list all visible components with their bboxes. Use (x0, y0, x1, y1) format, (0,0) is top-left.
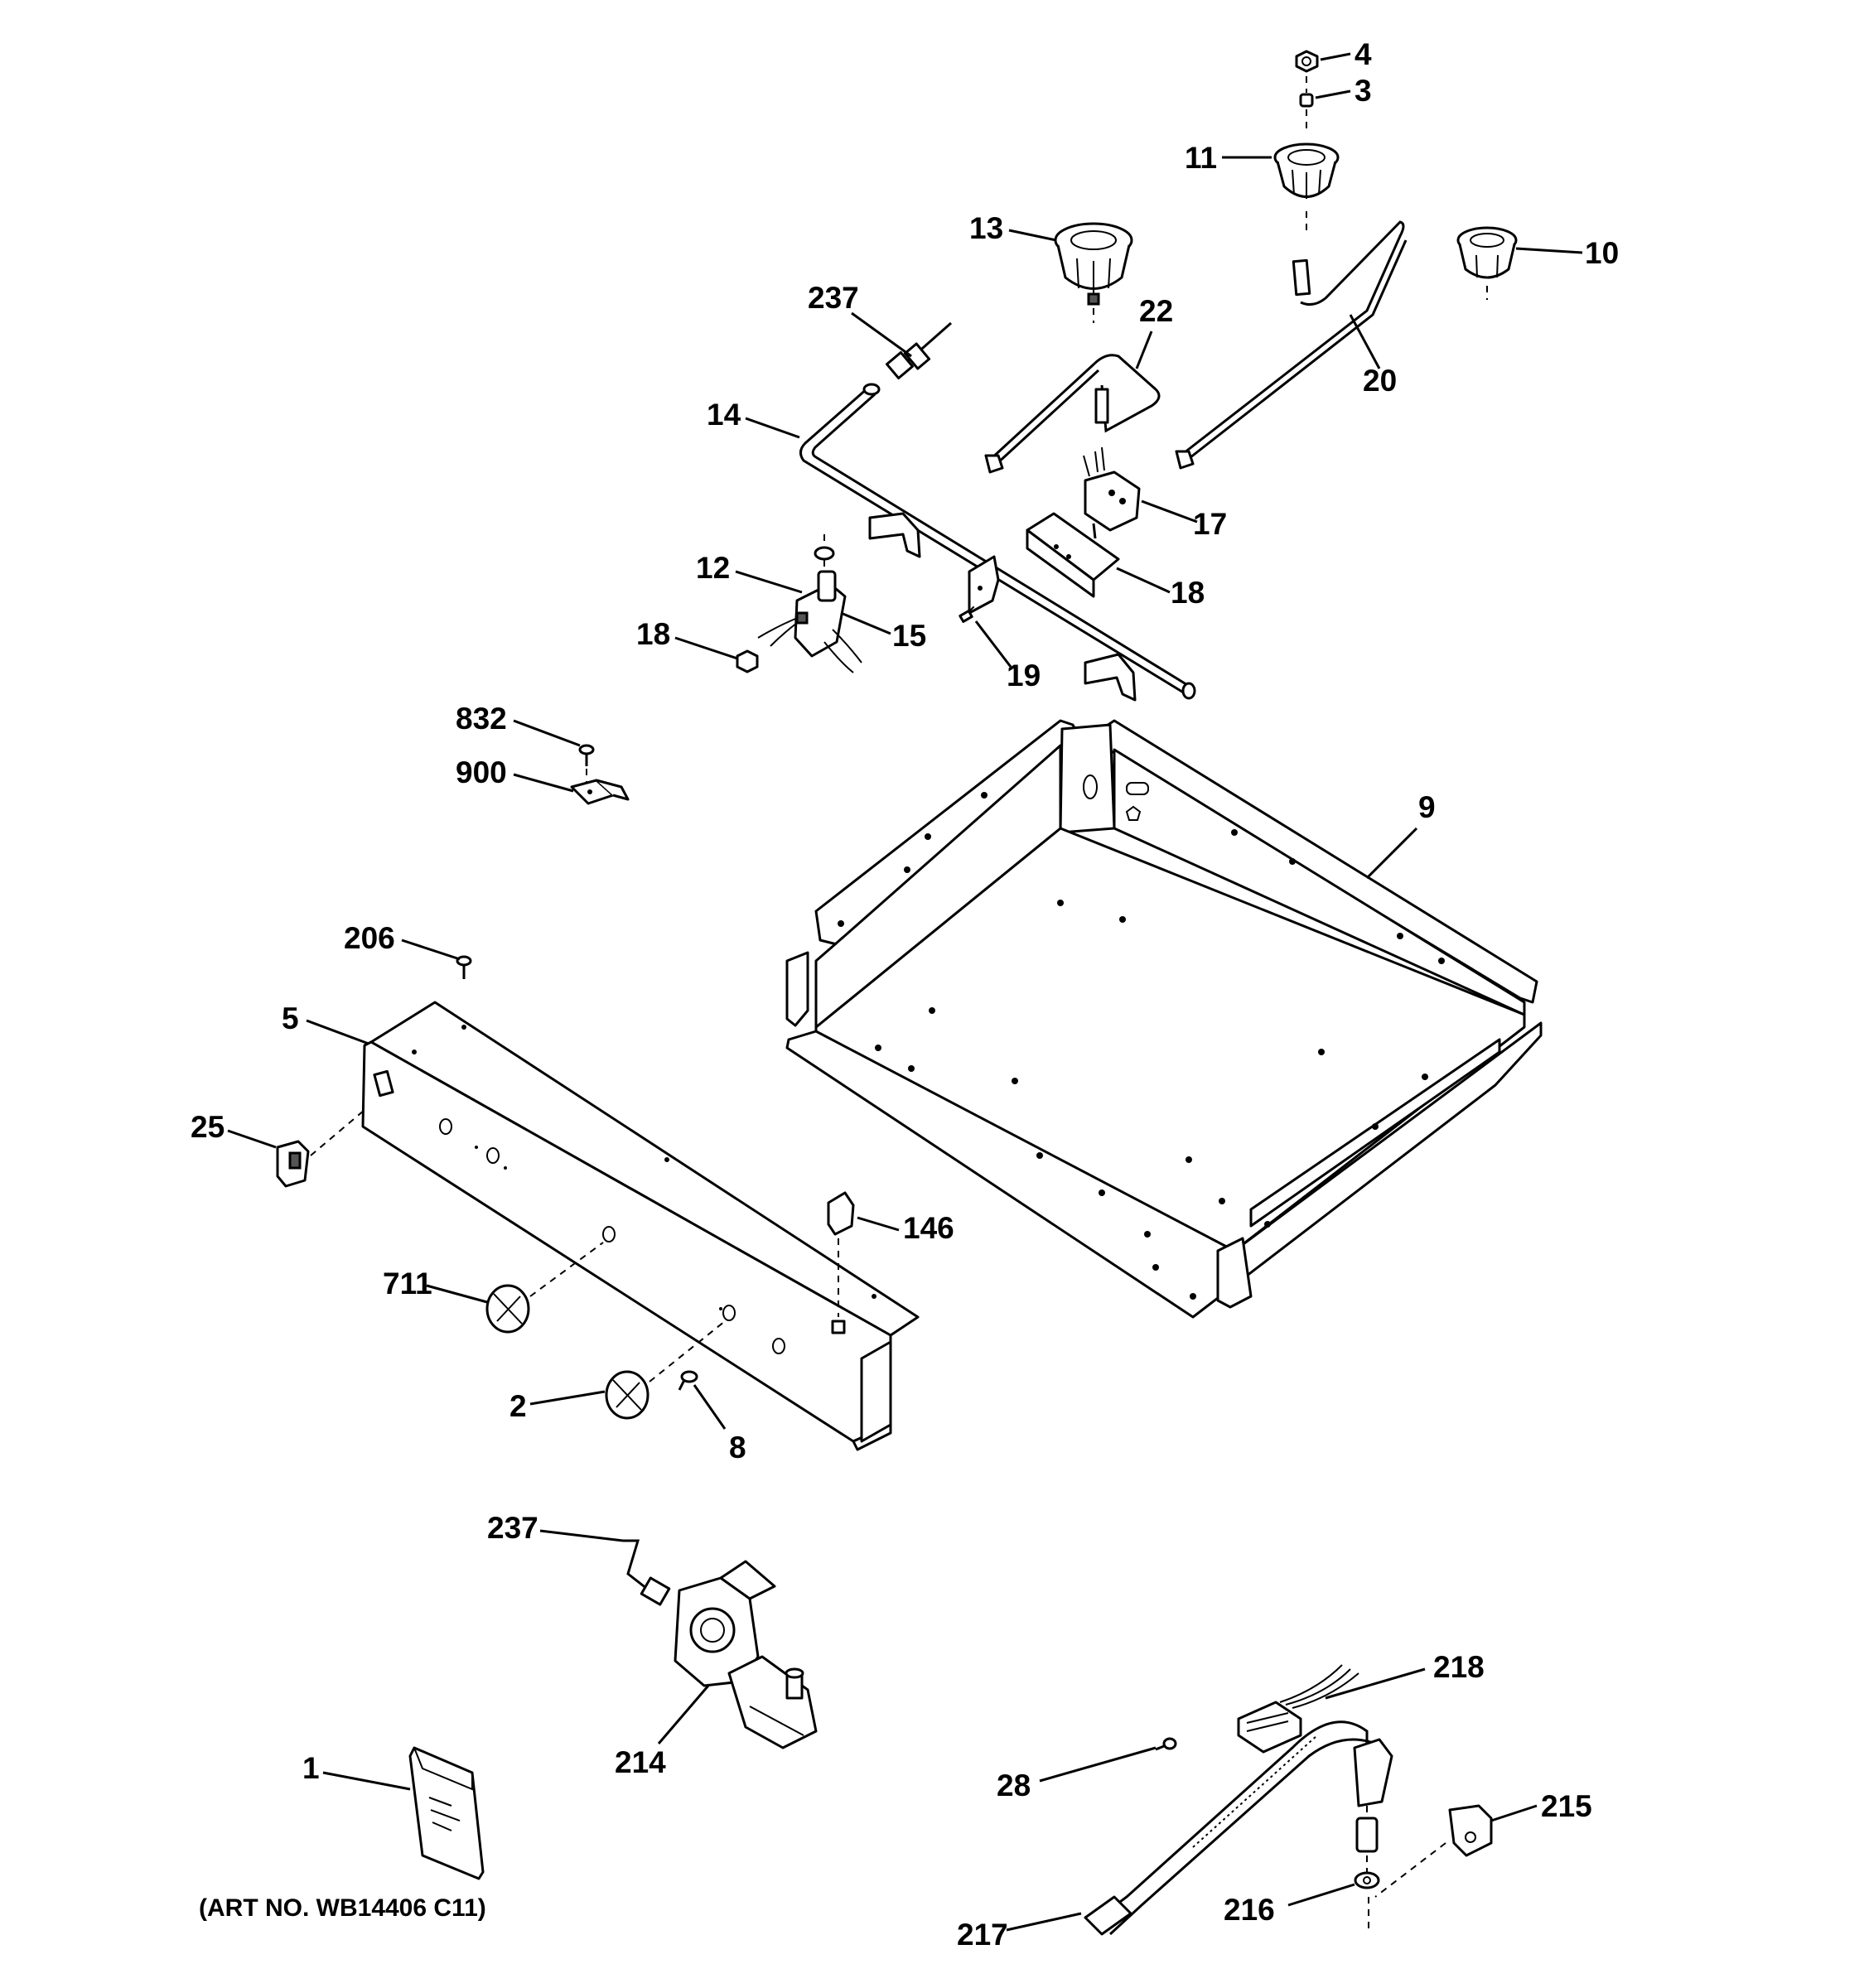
callout-20: 20 (1363, 364, 1397, 398)
part-900-bracket (570, 779, 630, 805)
part-206-screw (456, 955, 472, 979)
part-17-switch (1083, 446, 1141, 539)
callout-11: 11 (1185, 141, 1217, 175)
callout-214: 214 (615, 1745, 666, 1779)
part-13-burner-head (1054, 222, 1133, 323)
part-15-igniter (757, 570, 862, 673)
part-18-nut-left (736, 649, 759, 673)
callout-17: 17 (1193, 507, 1227, 541)
callout-19: 19 (1007, 659, 1041, 692)
part-28-screw (1155, 1737, 1177, 1751)
callout-15: 15 (892, 619, 926, 653)
callout-14: 14 (707, 398, 741, 432)
part-20-burner-tube (1175, 220, 1408, 470)
callout-25: 25 (191, 1110, 225, 1144)
callout-146: 146 (903, 1211, 954, 1245)
callout-216: 216 (1224, 1893, 1275, 1927)
leader-lines (227, 52, 1583, 1932)
art-number-caption: (ART NO. WB14406 C11) (199, 1894, 486, 1922)
callout-22: 22 (1139, 294, 1173, 328)
manifold-bracket-1 (868, 512, 921, 558)
callout-3: 3 (1355, 74, 1372, 108)
part-11-burner-head (1273, 142, 1340, 232)
part-22-burner-tube (984, 354, 1161, 474)
part-12-washer (814, 534, 835, 572)
callout-5: 5 (282, 1001, 299, 1035)
part-237-fitting-top (886, 321, 952, 379)
part-214-valve (674, 1560, 818, 1749)
callout-218: 218 (1433, 1650, 1485, 1684)
part-18-bracket-top (1026, 512, 1120, 598)
part-146-clip (827, 1191, 855, 1334)
callout-832: 832 (456, 702, 507, 736)
callout-217: 217 (957, 1918, 1008, 1952)
callout-1: 1 (302, 1751, 320, 1785)
callout-237-top: 237 (808, 281, 859, 315)
part-14-manifold (799, 383, 1196, 700)
callout-18-left: 18 (636, 617, 670, 651)
part-217-harness (1084, 1720, 1376, 1936)
callout-711: 711 (383, 1267, 432, 1300)
callout-18-right: 18 (1171, 576, 1205, 610)
part-10-burner-head (1456, 226, 1518, 300)
callout-10: 10 (1585, 236, 1619, 270)
part-832-screw (578, 744, 595, 783)
callout-12: 12 (696, 551, 730, 585)
part-2-knob (605, 1320, 726, 1420)
part-5-control-panel (361, 1001, 920, 1451)
manifold-bracket-3 (1084, 653, 1137, 702)
callout-28: 28 (997, 1768, 1031, 1802)
callout-9: 9 (1418, 790, 1436, 824)
callout-8: 8 (729, 1431, 746, 1464)
part-218-connector (1237, 1664, 1359, 1754)
part-711-knob (485, 1242, 604, 1334)
part-19-screw (959, 602, 978, 623)
callout-2: 2 (509, 1389, 527, 1423)
callout-labels: 4 3 11 13 10 237 22 20 14 17 12 18 15 18… (191, 37, 1619, 1952)
part-4-nut (1295, 50, 1319, 73)
part-215-bracket (1374, 1804, 1493, 1898)
part-9-burner-box (785, 719, 1543, 1319)
callout-4: 4 (1355, 37, 1372, 71)
callout-13: 13 (969, 211, 1003, 245)
part-237-fitting-bottom (623, 1539, 671, 1606)
callout-206: 206 (344, 921, 395, 955)
part-1-literature-packet (408, 1746, 485, 1880)
ignition-electrode (1353, 1738, 1393, 1872)
callout-900: 900 (456, 755, 507, 789)
callout-237-bottom: 237 (487, 1511, 538, 1545)
callout-215: 215 (1541, 1789, 1592, 1823)
part-25-indicator-light (276, 1109, 365, 1188)
part-8-spring (678, 1370, 698, 1391)
part-216-nut (1354, 1871, 1380, 1930)
part-3-washer (1299, 76, 1314, 133)
manifold-bracket-2 (968, 555, 1000, 615)
